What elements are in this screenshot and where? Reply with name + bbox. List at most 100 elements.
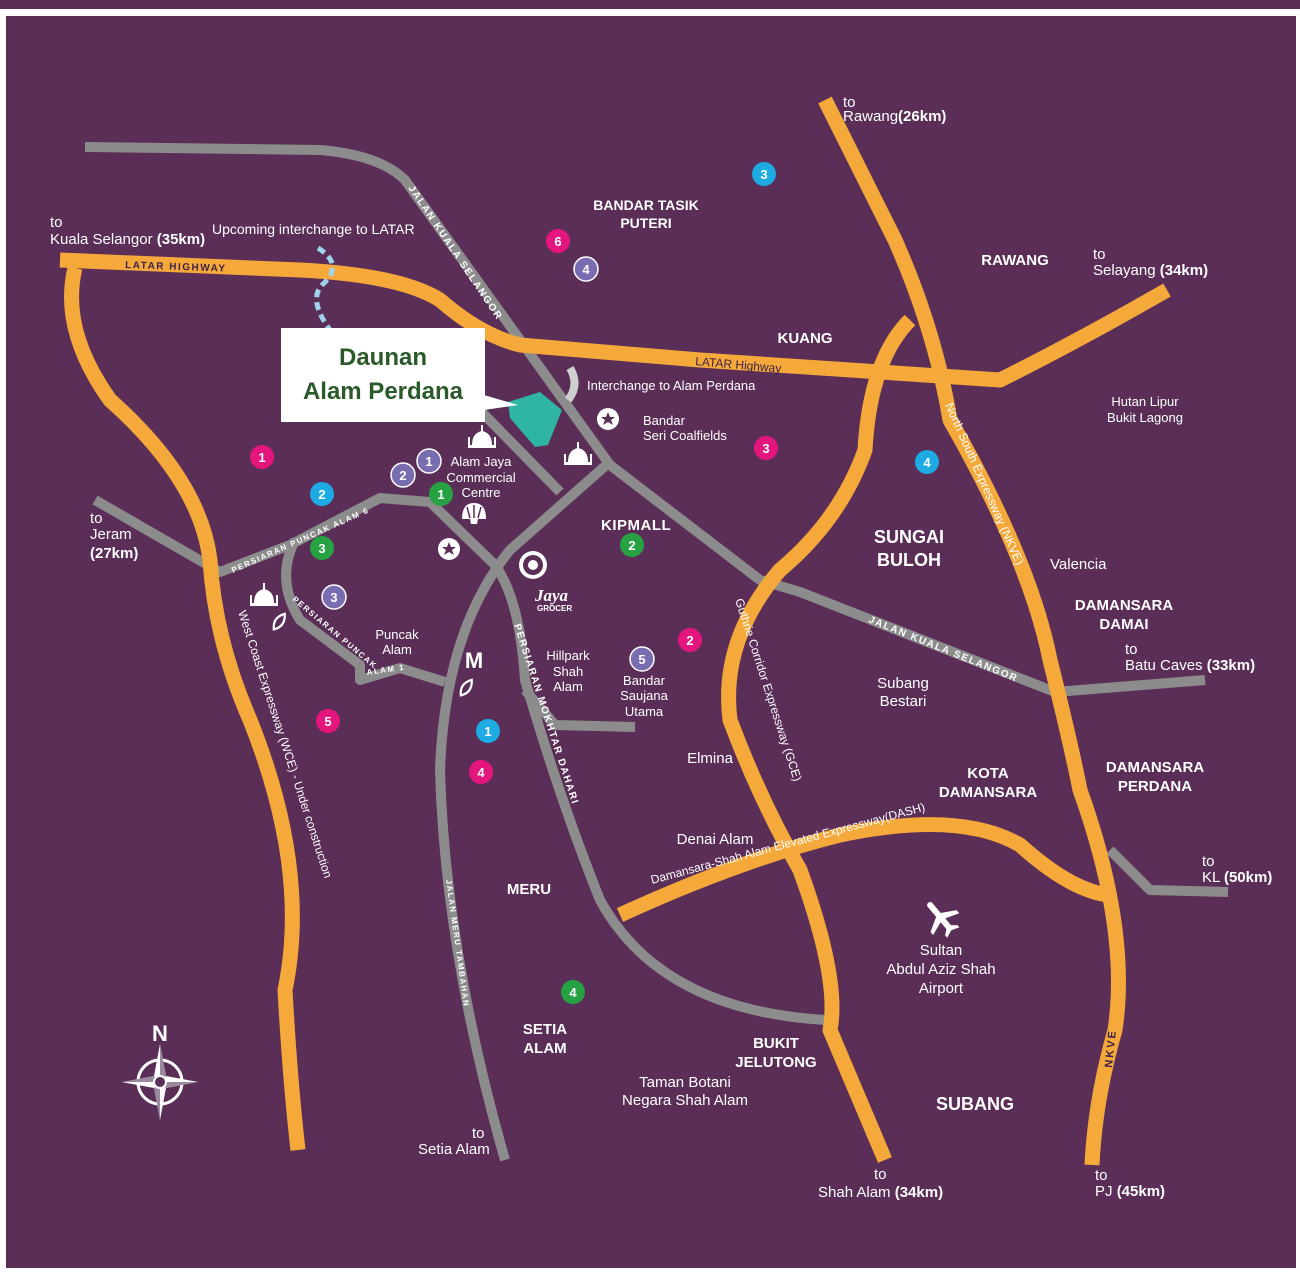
- shell-icon: [462, 503, 486, 524]
- svg-text:KL (50km): KL (50km): [1202, 869, 1272, 886]
- badge-number: 2: [318, 487, 325, 502]
- badge-circle: [469, 760, 493, 784]
- badge-circle: [546, 229, 570, 253]
- svg-text:Shah Alam (34km): Shah Alam (34km): [818, 1184, 943, 1201]
- svg-text:DAMANSARA: DAMANSARA: [1075, 597, 1173, 614]
- svg-text:DAMANSARA: DAMANSARA: [1106, 759, 1204, 776]
- amenity-badge-magenta-4: 4: [469, 760, 493, 784]
- badge-number: 3: [318, 541, 325, 556]
- amenity-badge-blue-2: 2: [310, 482, 334, 506]
- svg-text:Sultan: Sultan: [920, 942, 963, 959]
- badge-circle: [678, 628, 702, 652]
- svg-text:Puncak: Puncak: [375, 627, 419, 642]
- badge-number: 1: [258, 450, 265, 465]
- badge-circle: [629, 646, 655, 672]
- svg-text:(27km): (27km): [90, 545, 138, 562]
- svg-text:to: to: [472, 1125, 485, 1142]
- area-damansara-damai: DAMANSARA DAMAI: [1075, 597, 1173, 633]
- svg-text:PUTERI: PUTERI: [620, 215, 671, 231]
- direction-selayang: to Selayang (34km): [1093, 246, 1208, 279]
- svg-text:Hillpark: Hillpark: [546, 648, 590, 663]
- place-airport: Sultan Abdul Aziz Shah Airport: [886, 942, 995, 997]
- dash-road: [616, 817, 1110, 922]
- badge-circle: [915, 450, 939, 474]
- petronas-icon: [438, 538, 460, 560]
- area-setia-alam: SETIA ALAM: [523, 1021, 567, 1057]
- area-damansara-perdana: DAMANSARA PERDANA: [1106, 759, 1204, 795]
- kipmall-logo: KIPMALL: [601, 517, 671, 534]
- mosque-icon: [564, 442, 592, 465]
- place-taman-botani: Taman Botani Negara Shah Alam: [622, 1074, 748, 1109]
- svg-text:Abdul Aziz Shah: Abdul Aziz Shah: [886, 961, 995, 978]
- area-subang: SUBANG: [936, 1094, 1014, 1114]
- nkve-road: [818, 96, 1126, 1166]
- svg-text:to: to: [843, 94, 856, 111]
- svg-text:Jaya: Jaya: [534, 586, 569, 605]
- badge-circle: [310, 482, 334, 506]
- amenity-badge-magenta-2: 2: [678, 628, 702, 652]
- place-alam-jaya: Alam Jaya Commercial Centre: [446, 454, 515, 500]
- badge-circle: [573, 256, 599, 282]
- svg-text:DAMAI: DAMAI: [1099, 616, 1148, 633]
- direction-rawang: to Rawang(26km): [843, 94, 946, 125]
- svg-text:PERDANA: PERDANA: [1118, 778, 1192, 795]
- callout-box: [281, 328, 485, 422]
- place-hutan-lipur: Hutan Lipur Bukit Lagong: [1107, 394, 1183, 425]
- direction-kl: to KL (50km): [1202, 853, 1272, 886]
- callout-pointer: [484, 395, 518, 410]
- direction-jeram: to Jeram (27km): [90, 510, 138, 562]
- badge-number: 3: [760, 167, 767, 182]
- svg-text:Commercial: Commercial: [446, 470, 515, 485]
- svg-text:KOTA: KOTA: [967, 765, 1009, 782]
- compass-north-label: N: [152, 1021, 168, 1046]
- petrol-drop-icon: [459, 678, 473, 697]
- place-subang-bestari: Subang Bestari: [877, 675, 929, 710]
- svg-text:to: to: [1095, 1167, 1108, 1184]
- starbucks-icon: [519, 551, 547, 579]
- amenity-badge-blue-3: 3: [752, 162, 776, 186]
- svg-text:SETIA: SETIA: [523, 1021, 567, 1038]
- nkve-short-label: NKVE: [1103, 1029, 1119, 1069]
- project-title-line2: Alam Perdana: [303, 378, 464, 405]
- compass-rose-icon: [122, 1044, 198, 1120]
- place-hillpark: Hillpark Shah Alam: [546, 648, 590, 694]
- svg-text:to: to: [874, 1166, 887, 1183]
- amenity-badge-purple-3: 3: [321, 584, 347, 610]
- place-valencia: Valencia: [1050, 556, 1107, 573]
- badge-circle: [390, 462, 416, 488]
- badge-circle: [620, 533, 644, 557]
- persiaran-mokhtar-dahari-road: [490, 562, 826, 1025]
- place-upcoming-interchange: Upcoming interchange to LATAR: [212, 221, 415, 237]
- badge-number: 6: [554, 234, 561, 249]
- badge-number: 4: [477, 765, 485, 780]
- svg-text:Jeram: Jeram: [90, 526, 132, 543]
- jalan-kuala-selangor-road: [84, 142, 1206, 697]
- badge-circle: [429, 482, 453, 506]
- road-to-jeram: [92, 493, 499, 577]
- amenity-badge-green-4: 4: [561, 980, 585, 1004]
- mcdonalds-icon: M: [465, 648, 483, 673]
- amenity-badge-blue-4: 4: [915, 450, 939, 474]
- badge-circle: [310, 536, 334, 560]
- area-bukit-jelutong: BUKIT JELUTONG: [735, 1035, 816, 1071]
- svg-text:Centre: Centre: [461, 485, 500, 500]
- petronas-icon: [597, 408, 619, 430]
- direction-batu-caves: to Batu Caves (33km): [1125, 641, 1255, 674]
- svg-text:Taman Botani: Taman Botani: [639, 1074, 731, 1091]
- badge-number: 2: [686, 633, 693, 648]
- project-callout[interactable]: Daunan Alam Perdana: [281, 328, 518, 422]
- svg-text:Setia Alam: Setia Alam: [418, 1141, 490, 1158]
- svg-text:Seri Coalfields: Seri Coalfields: [643, 428, 727, 443]
- badge-number: 5: [638, 652, 645, 667]
- svg-text:DAMANSARA: DAMANSARA: [939, 784, 1037, 801]
- project-title-line1: Daunan: [339, 344, 427, 371]
- place-interchange-alam-perdana: Interchange to Alam Perdana: [587, 378, 756, 393]
- place-denai-alam: Denai Alam: [677, 831, 754, 848]
- svg-text:Airport: Airport: [919, 980, 964, 997]
- svg-text:JELUTONG: JELUTONG: [735, 1054, 816, 1071]
- svg-text:Saujana: Saujana: [620, 688, 668, 703]
- latar-highway-label-1: LATAR HIGHWAY: [125, 260, 227, 275]
- area-meru: MERU: [507, 881, 551, 898]
- badge-number: 4: [569, 985, 577, 1000]
